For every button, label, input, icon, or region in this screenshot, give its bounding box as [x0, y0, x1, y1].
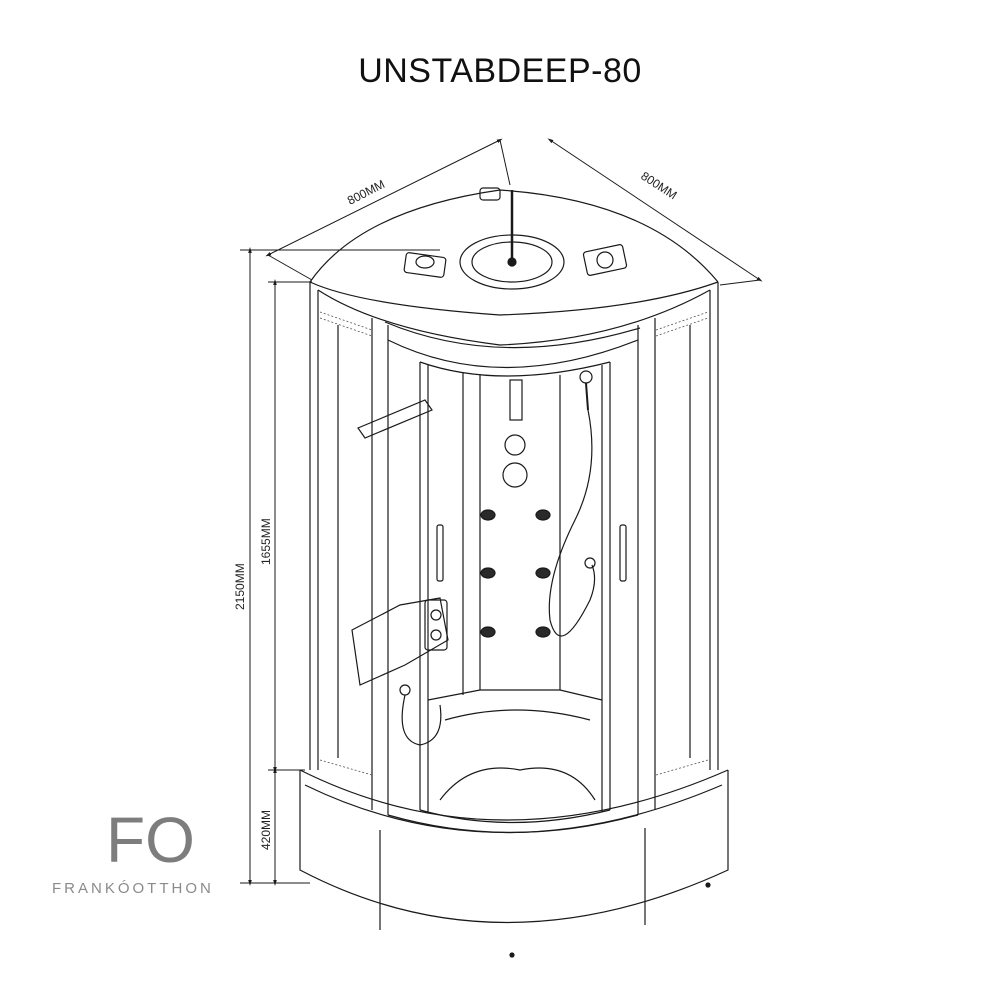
- brand-logo: FO FRANKÓOTTHON: [52, 804, 214, 897]
- cabin-roof: [309, 187, 719, 349]
- shower-tray: [299, 769, 729, 958]
- diagram-title: UNSTABDEEP-80: [358, 52, 642, 90]
- dimension-height-cabin: 1655MM: [259, 518, 273, 565]
- dimension-lines: [240, 138, 763, 886]
- cabin-frame: [309, 282, 719, 834]
- dimension-width-left: 800MM: [345, 177, 387, 208]
- dimension-height-total: 2150MM: [233, 563, 247, 610]
- shower-panel: [351, 370, 596, 746]
- dimension-height-tray: 420MM: [259, 810, 273, 850]
- logo-text: FRANKÓOTTHON: [52, 880, 214, 897]
- frosted-glass-pattern: [319, 311, 709, 776]
- dimension-width-right: 800MM: [638, 169, 679, 203]
- logo-mark: FO: [106, 804, 195, 876]
